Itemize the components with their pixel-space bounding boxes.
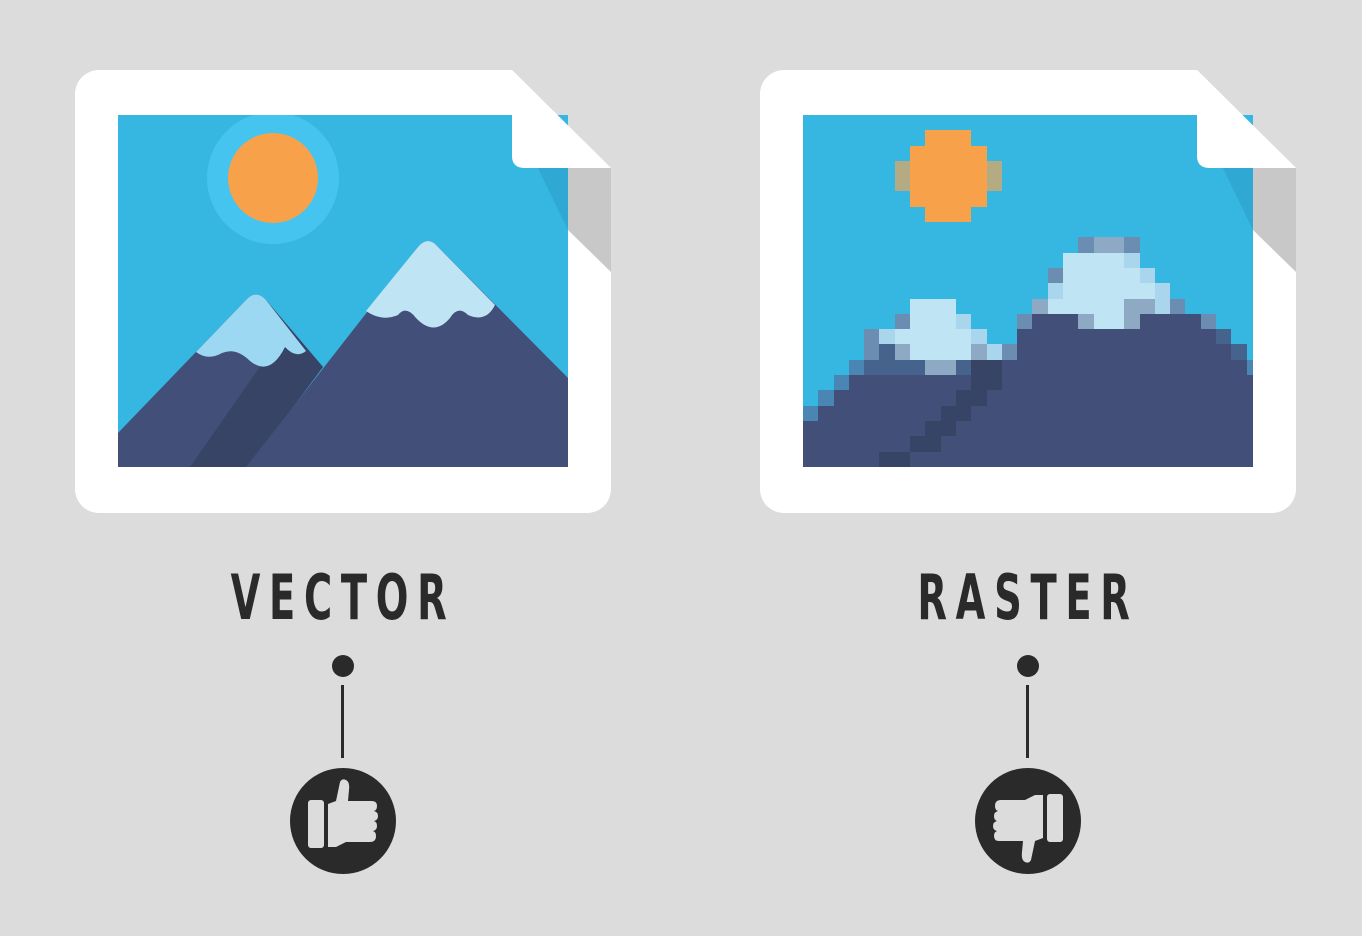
- thumbs-down-badge: [975, 768, 1081, 874]
- pixel-row: [803, 298, 1253, 314]
- connector-line: [1026, 685, 1029, 758]
- pixel-row: [803, 267, 1253, 284]
- pixel-row: [803, 405, 1253, 421]
- raster-label: RASTER: [917, 561, 1139, 634]
- vector-image-card: [75, 70, 611, 513]
- pixel-row: [803, 420, 1253, 437]
- pixel-row: [803, 145, 1253, 161]
- pixel-row: [803, 436, 1253, 452]
- pixel-row: [803, 390, 1253, 406]
- thumbs-down-icon: [993, 794, 1063, 863]
- pixel-row: [803, 191, 1253, 207]
- big-snow: [366, 241, 495, 328]
- pixel-row: [803, 252, 1253, 268]
- pixel-row: [803, 130, 1253, 146]
- vector-label: VECTOR: [230, 561, 456, 634]
- pixel-row: [803, 283, 1253, 299]
- raster-landscape: [803, 115, 1253, 467]
- small-snow: [196, 294, 306, 367]
- pixel-row: [803, 375, 1253, 391]
- pixel-grid: [803, 115, 1253, 467]
- pixel-row: [803, 359, 1253, 376]
- pixel-row: [803, 313, 1253, 330]
- pixel-row: [803, 237, 1253, 253]
- raster-image-card: [760, 70, 1296, 513]
- pixel-row: [803, 160, 1253, 177]
- connector-dot: [1017, 655, 1039, 677]
- sun-icon: [228, 133, 318, 223]
- thumbs-up-icon: [308, 779, 378, 848]
- pixel-row: [803, 115, 1253, 131]
- connector-line: [341, 685, 344, 758]
- pixel-row: [803, 329, 1253, 345]
- pixel-row: [803, 344, 1253, 360]
- pixel-row: [803, 176, 1253, 192]
- thumbs-up-badge: [290, 768, 396, 874]
- vector-landscape: [118, 115, 568, 467]
- connector-dot: [332, 655, 354, 677]
- pixel-row: [803, 222, 1253, 238]
- pixel-row: [803, 451, 1253, 467]
- pixel-row: [803, 206, 1253, 223]
